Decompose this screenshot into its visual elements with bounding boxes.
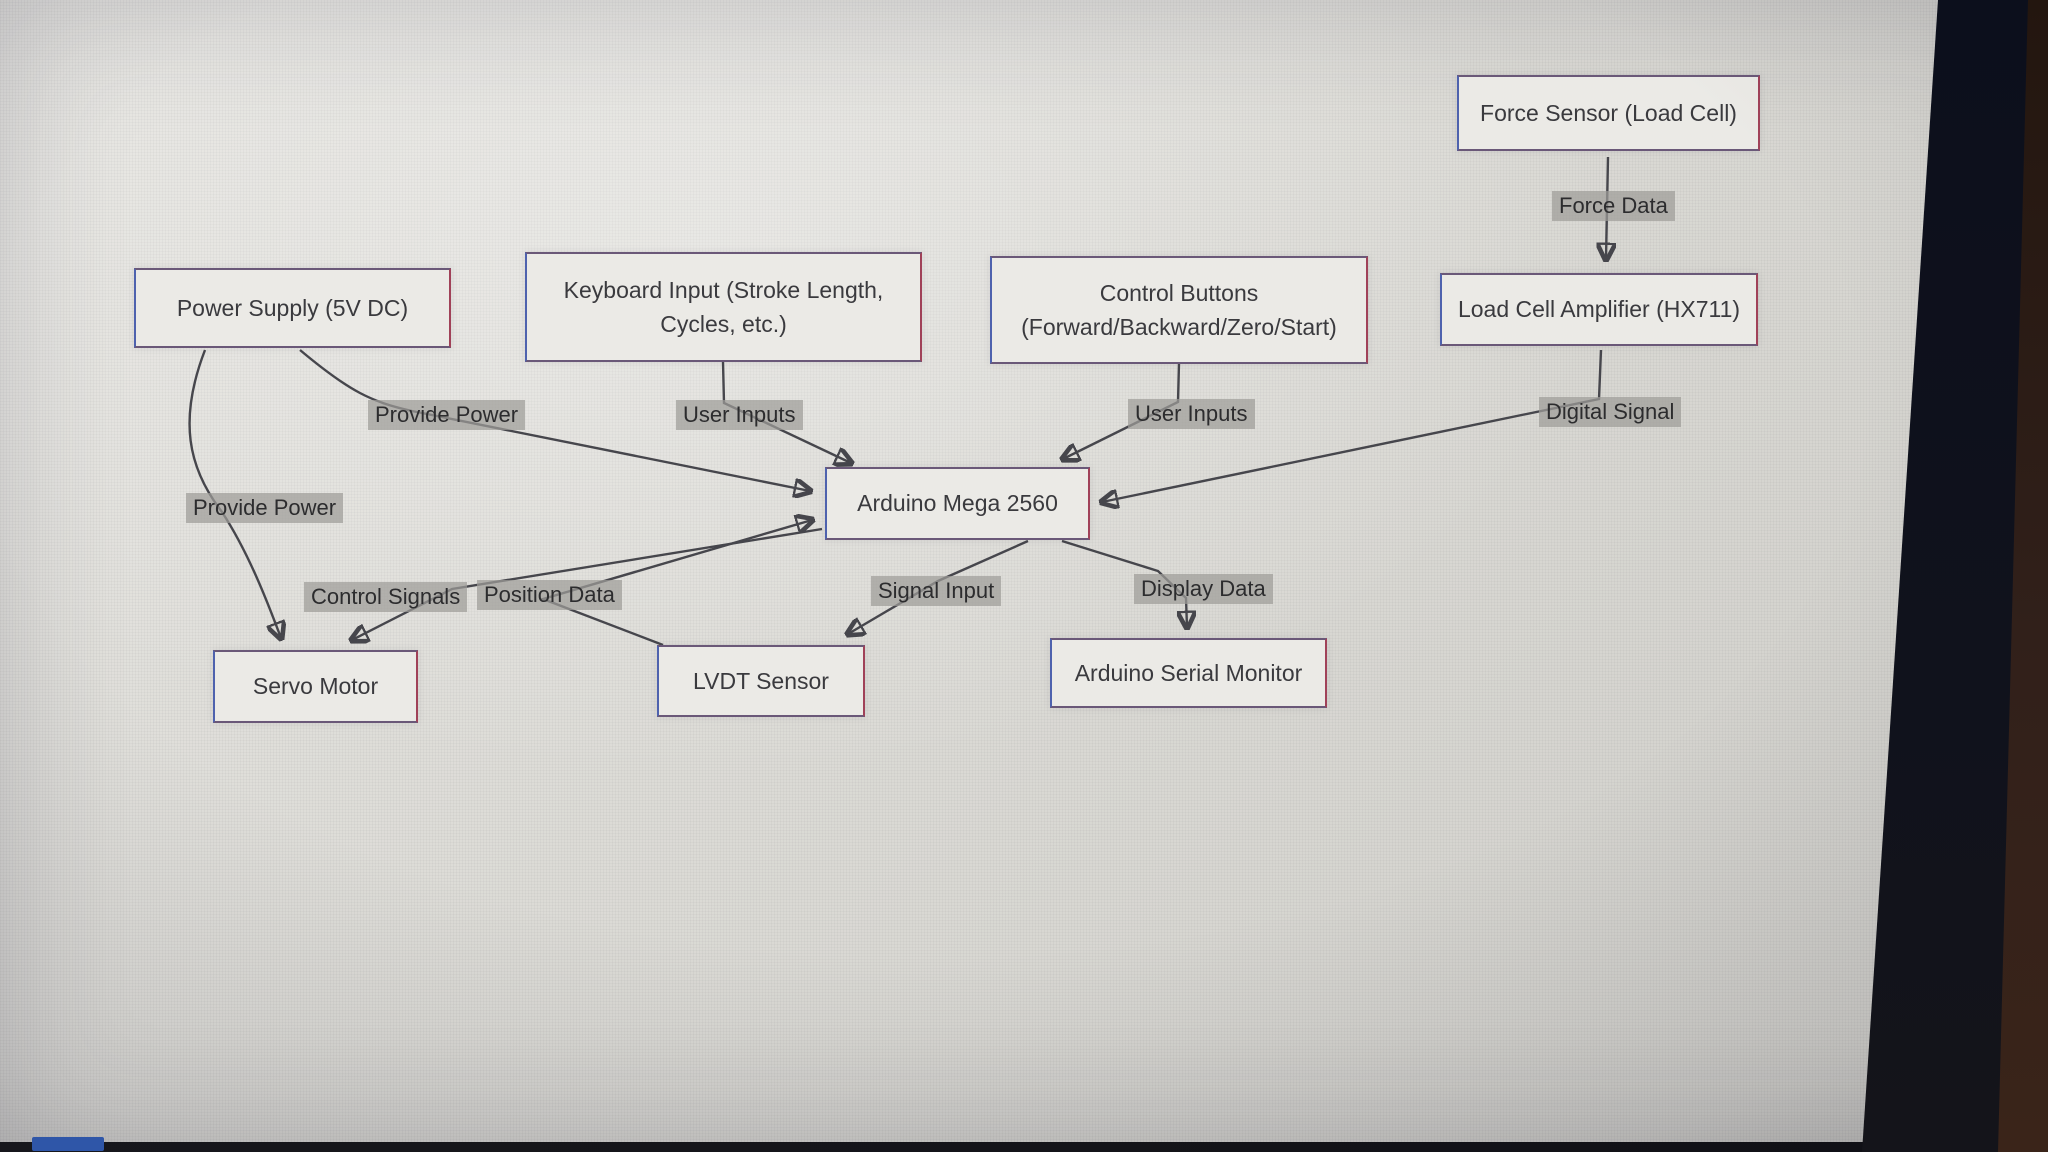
edge-label-provide-power-servo: Provide Power: [186, 493, 344, 524]
edge-label-position-data: Position Data: [477, 580, 622, 611]
bottom-blue-accent: [32, 1137, 104, 1151]
node-power-supply: Power Supply (5V DC): [134, 268, 451, 348]
node-force-sensor: Force Sensor (Load Cell): [1457, 75, 1760, 151]
node-load-cell-amplifier: Load Cell Amplifier (HX711): [1440, 273, 1758, 346]
node-arduino-serial-monitor: Arduino Serial Monitor: [1050, 638, 1327, 708]
edge-label-signal-input: Signal Input: [871, 576, 1002, 607]
edge-label-display-data: Display Data: [1134, 574, 1273, 605]
edge-label-provide-power-arduino: Provide Power: [368, 400, 526, 431]
edge-label-digital-signal: Digital Signal: [1539, 397, 1682, 428]
node-arduino-mega: Arduino Mega 2560: [825, 467, 1090, 540]
edge-label-user-inputs-buttons: User Inputs: [1128, 399, 1255, 430]
node-keyboard-input: Keyboard Input (Stroke Length, Cycles, e…: [525, 252, 922, 362]
monitor-bezel-bottom: [0, 1142, 1928, 1152]
node-lvdt-sensor: LVDT Sensor: [657, 645, 865, 717]
edge-label-user-inputs-keyboard: User Inputs: [676, 400, 803, 431]
edge-label-force-data: Force Data: [1552, 191, 1675, 222]
node-servo-motor: Servo Motor: [213, 650, 418, 723]
edge-label-control-signals: Control Signals: [304, 582, 468, 613]
node-control-buttons: Control Buttons (Forward/Backward/Zero/S…: [990, 256, 1368, 364]
